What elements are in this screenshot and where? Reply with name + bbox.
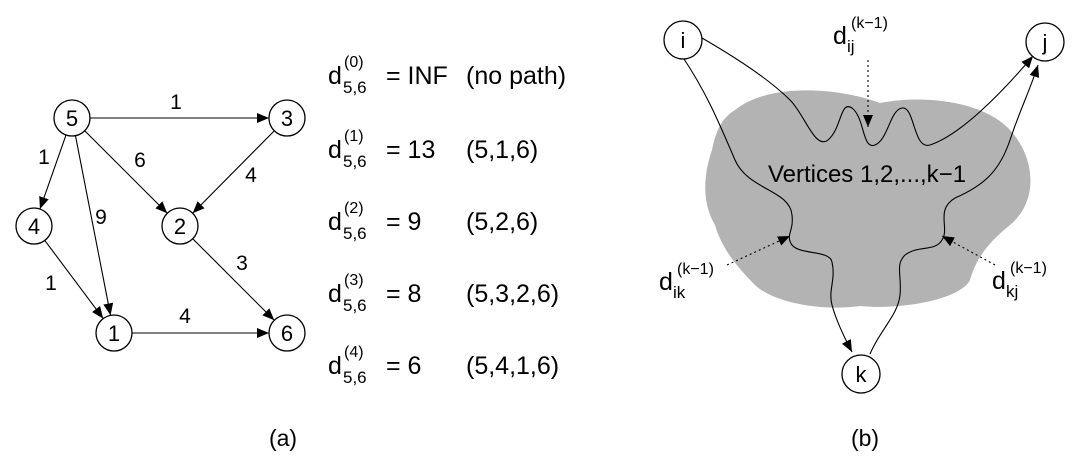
node-label-k: k: [856, 362, 868, 387]
equation-2: d(2) 5,6 = 9 (5,2,6): [328, 200, 538, 243]
equation-4: d(4) 5,6 = 6 (5,4,1,6): [328, 344, 559, 387]
equation-subscript: 5,6: [343, 152, 367, 171]
equation-3: d(3) 5,6 = 8 (5,3,2,6): [328, 272, 559, 315]
equation-value: = 8: [386, 280, 421, 308]
graph-edges: 1 1 6 9 4 1 3 4: [38, 91, 275, 338]
node-label-5: 5: [66, 106, 78, 131]
distance-equations: d(0)5,6= INF(no path)d(1)5,6= 13(5,1,6)d…: [328, 54, 566, 387]
caption-b: (b): [851, 425, 879, 451]
equation-var: d: [328, 352, 342, 380]
equation-var: d: [328, 136, 342, 164]
equation-var: d: [328, 62, 342, 90]
edge-4-1: [44, 240, 104, 319]
node-label-1: 1: [108, 321, 120, 346]
equation-var: d: [328, 280, 342, 308]
equation-superscript: (3): [344, 272, 364, 289]
label-subscript: ik: [673, 283, 686, 302]
equation-path: (5,1,6): [466, 136, 538, 164]
equation-value: = 6: [386, 352, 421, 380]
equation-subscript: 5,6: [343, 296, 367, 315]
label-superscript: (k−1): [851, 15, 888, 32]
equation-superscript: (2): [344, 200, 364, 217]
graph-nodes: 5 3 4 2 1 6: [15, 99, 306, 352]
equation-path: (5,2,6): [466, 208, 538, 236]
edge-weight-5-1: 9: [95, 206, 107, 229]
label-var: d: [833, 22, 847, 50]
node-6: [268, 314, 306, 352]
node-2: [161, 207, 199, 245]
label-var: d: [659, 268, 673, 296]
label-superscript: (k−1): [1010, 260, 1047, 277]
edge-5-4: [39, 134, 67, 210]
node-label-2: 2: [174, 214, 186, 239]
edge-weight-4-1: 1: [45, 272, 57, 295]
edge-weight-5-2: 6: [134, 149, 146, 172]
equation-superscript: (0): [344, 54, 364, 71]
pointer-dkj: [941, 235, 996, 266]
label-var: d: [992, 267, 1006, 295]
pointer-dik: [726, 235, 791, 266]
equation-superscript: (4): [344, 344, 364, 361]
equation-path: (5,4,1,6): [466, 352, 559, 380]
equation-value: = 13: [386, 136, 435, 164]
node-1: [95, 314, 133, 352]
edge-2-6: [192, 238, 275, 321]
node-label-3: 3: [281, 106, 293, 131]
node-3: [268, 99, 306, 137]
intermediate-vertices-region: [705, 90, 1031, 308]
node-5: [53, 99, 91, 137]
edge-weight-3-2: 4: [245, 164, 257, 187]
node-k: [841, 354, 881, 394]
edge-3-2: [192, 130, 275, 214]
node-j: [1025, 22, 1065, 62]
label-subscript: kj: [1006, 282, 1018, 301]
equation-value: = 9: [386, 208, 421, 236]
edge-5-2: [84, 130, 168, 214]
equation-subscript: 5,6: [343, 224, 367, 243]
equation-var: d: [328, 208, 342, 236]
edge-weight-2-6: 3: [236, 252, 248, 275]
equation-subscript: 5,6: [343, 78, 367, 97]
node-4: [15, 207, 53, 245]
equation-0: d(0) 5,6 = INF (no path): [328, 54, 566, 97]
edge-weight-5-4: 1: [38, 146, 50, 169]
equation-value: = INF: [386, 62, 448, 90]
node-i: [663, 20, 703, 60]
equation-subscript: 5,6: [343, 368, 367, 387]
edge-5-1: [74, 135, 114, 316]
node-label-j: j: [1042, 30, 1048, 55]
label-subscript: ij: [847, 37, 855, 56]
caption-a: (a): [269, 425, 297, 451]
edge-weight-1-6: 4: [179, 305, 191, 328]
edge-weight-5-3: 1: [170, 91, 182, 114]
path-i-to-j: [701, 37, 1034, 146]
equation-path: (no path): [466, 62, 566, 90]
label-superscript: (k−1): [677, 261, 714, 278]
node-label-4: 4: [28, 214, 40, 239]
node-label-i: i: [681, 28, 686, 53]
node-label-6: 6: [281, 321, 293, 346]
equation-superscript: (1): [344, 128, 364, 145]
equation-1: d(1) 5,6 = 13 (5,1,6): [328, 128, 538, 171]
region-label: Vertices 1,2,...,k−1: [768, 161, 966, 188]
equation-path: (5,3,2,6): [466, 280, 559, 308]
